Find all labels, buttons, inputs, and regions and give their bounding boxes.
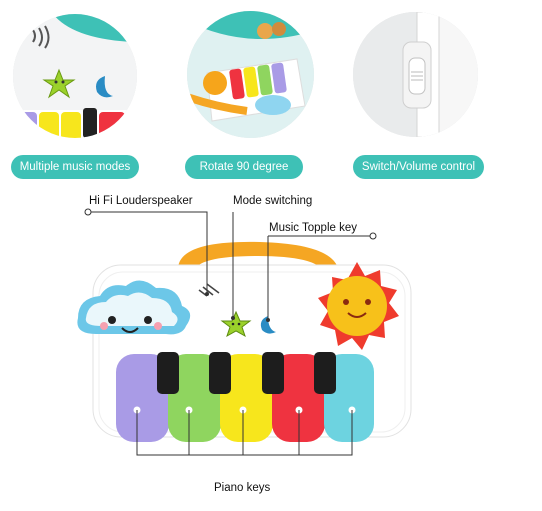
piano-keys: [116, 352, 374, 442]
sun-face-icon: [318, 262, 399, 350]
star-face-icon: [42, 68, 76, 99]
moon-icon: [96, 76, 113, 98]
feature-image-rotate: [187, 11, 314, 138]
moon-icon: [260, 316, 276, 334]
star-face-icon: [220, 310, 252, 338]
callout-music-key: Music Topple key: [269, 222, 357, 234]
feature-label-switch: Switch/Volume control: [353, 155, 484, 179]
sun-face-icon: [203, 71, 227, 95]
feature-label-rotate: Rotate 90 degree: [185, 155, 303, 179]
cloud-face-icon: [255, 95, 291, 115]
cloud-face-icon: [77, 280, 191, 335]
callout-speaker: Hi Fi Louderspeaker: [89, 195, 193, 207]
callout-piano-keys: Piano keys: [214, 482, 271, 494]
callout-mode-switching: Mode switching: [233, 195, 313, 207]
feature-label-music-modes: Multiple music modes: [11, 155, 139, 179]
